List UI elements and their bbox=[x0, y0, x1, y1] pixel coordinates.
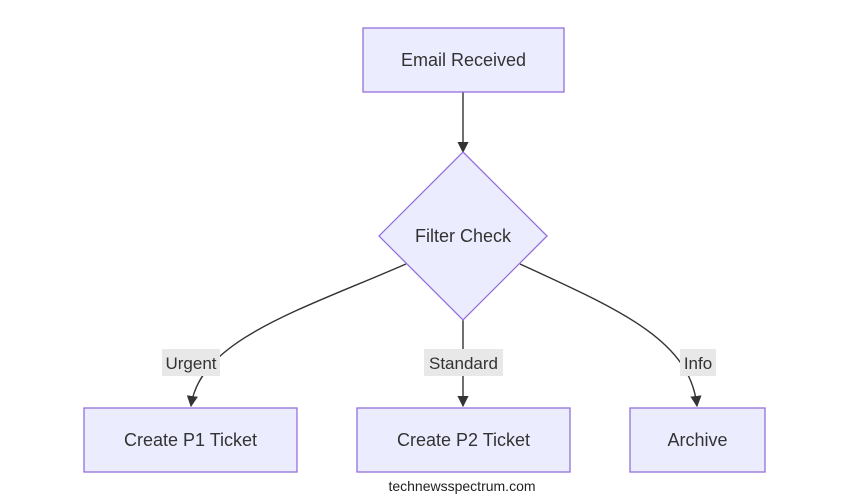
edge-filter-to-p1 bbox=[186, 263, 407, 408]
node-filter-check-label: Filter Check bbox=[415, 226, 512, 246]
edge-label-info: Info bbox=[680, 349, 716, 376]
edge-label-standard-text: Standard bbox=[429, 354, 498, 373]
node-create-p2-label: Create P2 Ticket bbox=[397, 430, 530, 450]
edge-filter-to-archive bbox=[519, 263, 702, 408]
node-create-p2-ticket: Create P2 Ticket bbox=[356, 407, 571, 473]
edge-label-urgent-text: Urgent bbox=[165, 354, 216, 373]
node-filter-check: Filter Check bbox=[378, 151, 548, 321]
edge-label-info-text: Info bbox=[684, 354, 712, 373]
node-create-p1-ticket: Create P1 Ticket bbox=[83, 407, 298, 473]
node-create-p1-label: Create P1 Ticket bbox=[124, 430, 257, 450]
edge-label-urgent: Urgent bbox=[162, 349, 220, 376]
node-archive-label: Archive bbox=[667, 430, 727, 450]
edge-label-standard: Standard bbox=[424, 349, 503, 376]
footer-watermark: technewsspectrum.com bbox=[388, 478, 536, 494]
node-email-received: Email Received bbox=[362, 27, 565, 93]
node-archive: Archive bbox=[629, 407, 766, 473]
node-email-received-label: Email Received bbox=[401, 50, 526, 70]
